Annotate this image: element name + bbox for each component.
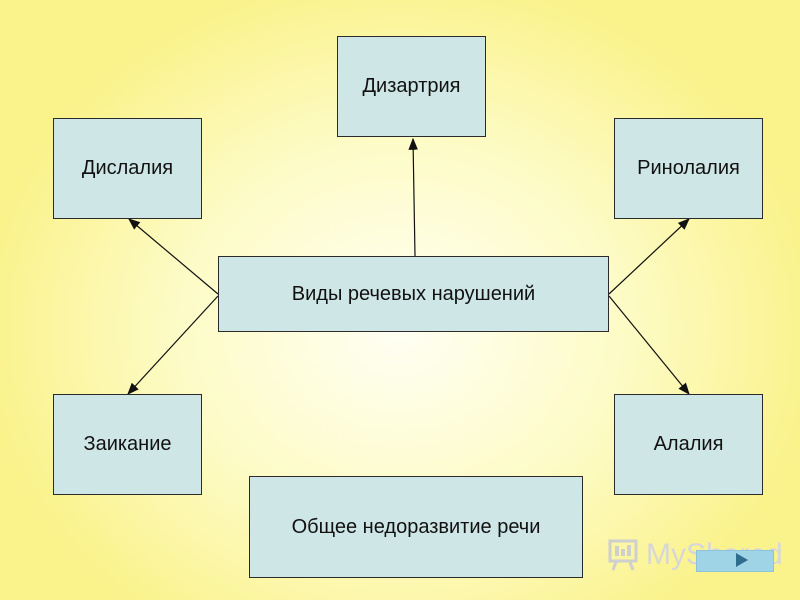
play-arrow-icon [736,553,748,567]
next-slide-button[interactable] [696,550,774,572]
node-right-bottom: Алалия [614,394,763,495]
presentation-board-icon [608,539,638,571]
arrow-to-left-bottom [127,295,219,395]
node-top: Дизартрия [337,36,486,137]
node-left-top: Дислалия [53,118,202,219]
node-left-top-label: Дислалия [81,157,174,179]
node-right-top: Ринолалия [614,118,763,219]
arrow-to-right-top [608,218,690,295]
arrow-to-top [408,137,418,257]
node-center-label: Виды речевых нарушений [291,282,536,305]
node-right-bottom-label: Алалия [653,433,724,455]
node-left-bottom-label: Заикание [83,433,172,455]
node-center: Виды речевых нарушений [218,256,609,332]
arrow-to-left-top [128,218,219,295]
arrow-to-right-bottom [608,295,690,395]
watermark: MyShared [606,536,783,576]
node-bottom: Общее недоразвитие речи [249,476,583,578]
node-right-top-label: Ринолалия [637,157,740,179]
node-top-label: Дизартрия [362,75,461,97]
node-bottom-label: Общее недоразвитие речи [291,515,541,538]
node-left-bottom: Заикание [53,394,202,495]
